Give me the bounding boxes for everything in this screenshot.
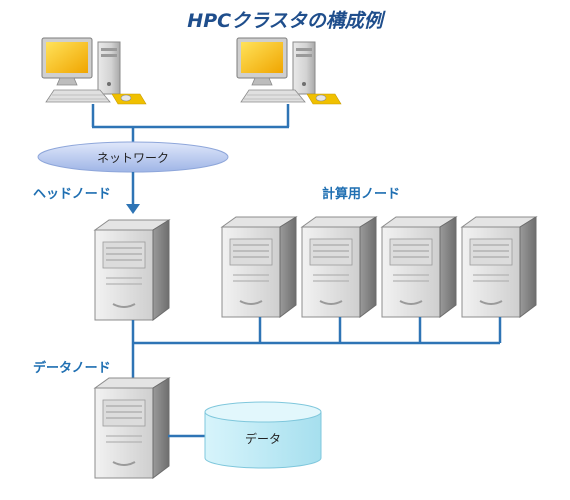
client-computer-icon-2 (236, 37, 342, 105)
client-computer-icon-1 (41, 37, 147, 105)
data-node-label: データノード (33, 361, 111, 376)
compute-node-server-icon-3 (381, 216, 457, 318)
database-cylinder-icon (204, 401, 322, 469)
compute-node-server-icon-2 (301, 216, 377, 318)
compute-node-server-icon-4 (461, 216, 537, 318)
network-label: ネットワーク (96, 151, 169, 165)
head-node-label: ヘッドノード (33, 187, 111, 202)
storage-label: データ (244, 432, 281, 446)
compute-node-server-icon-1 (221, 216, 297, 318)
down-arrow-icon (126, 204, 140, 214)
head-node-server-icon (94, 219, 170, 321)
data-node-server-icon (94, 377, 170, 479)
diagram-title: HPCクラスタの構成例 (187, 10, 383, 32)
compute-node-label: 計算用ノード (322, 187, 401, 202)
